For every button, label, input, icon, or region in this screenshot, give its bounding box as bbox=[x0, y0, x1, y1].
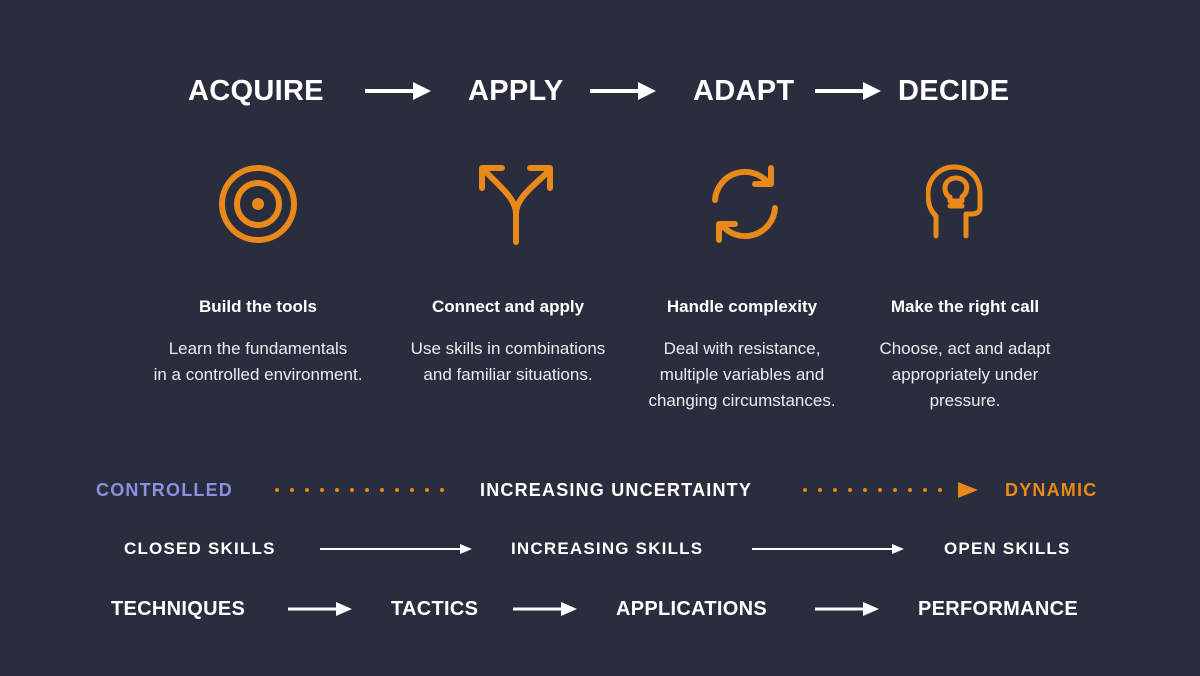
stage-column-apply: Connect and apply Use skills in combinat… bbox=[388, 296, 628, 388]
open-skills-label: OPEN SKILLS bbox=[944, 539, 1071, 558]
stage-title: Handle complexity bbox=[666, 297, 818, 316]
stage-description: Use skills in combinations and familiar … bbox=[410, 339, 606, 384]
performance-label: PERFORMANCE bbox=[918, 598, 1078, 620]
dotted-arrow-right bbox=[803, 482, 978, 498]
applications-label: APPLICATIONS bbox=[616, 598, 768, 620]
stage-description: Learn the fundamentals in a controlled e… bbox=[153, 339, 363, 384]
head-lightbulb-icon bbox=[926, 164, 983, 239]
split-arrow-icon bbox=[479, 165, 553, 245]
arrow-right-icon bbox=[815, 602, 879, 616]
stage-description: Choose, act and adapt appropriately unde… bbox=[879, 339, 1051, 410]
closed-skills-label: CLOSED SKILLS bbox=[124, 539, 276, 558]
stage-label-apply: APPLY bbox=[468, 75, 564, 107]
arrow-right-icon bbox=[365, 82, 431, 100]
stage-label-acquire: ACQUIRE bbox=[188, 75, 324, 107]
stage-label-adapt: ADAPT bbox=[693, 75, 795, 107]
arrow-right-icon bbox=[815, 82, 881, 100]
stage-column-acquire: Build the tools Learn the fundamentals i… bbox=[138, 296, 378, 388]
stage-title: Make the right call bbox=[890, 297, 1040, 316]
refresh-icon bbox=[712, 165, 778, 243]
stage-column-adapt: Handle complexity Deal with resistance, … bbox=[622, 296, 862, 414]
increasing-skills-label: INCREASING SKILLS bbox=[511, 539, 704, 558]
stage-label-decide: DECIDE bbox=[898, 75, 1010, 107]
arrow-right-icon bbox=[590, 82, 656, 100]
tactics-label: TACTICS bbox=[391, 598, 479, 620]
controlled-label: CONTROLLED bbox=[96, 480, 233, 500]
stage-description: Deal with resistance, multiple variables… bbox=[648, 339, 836, 410]
increasing-uncertainty-label: INCREASING UNCERTAINTY bbox=[480, 480, 753, 500]
thin-arrow-right-icon bbox=[752, 544, 904, 554]
arrow-right-icon bbox=[288, 602, 352, 616]
arrow-right-icon bbox=[513, 602, 577, 616]
thin-arrow-right-icon bbox=[320, 544, 472, 554]
dotted-line-left bbox=[275, 488, 444, 492]
stage-column-decide: Make the right call Choose, act and adap… bbox=[845, 296, 1085, 414]
techniques-label: TECHNIQUES bbox=[111, 598, 246, 620]
target-icon bbox=[219, 165, 297, 243]
stage-title: Build the tools bbox=[198, 297, 318, 316]
dynamic-label: DYNAMIC bbox=[1005, 480, 1098, 500]
stage-title: Connect and apply bbox=[431, 297, 585, 316]
